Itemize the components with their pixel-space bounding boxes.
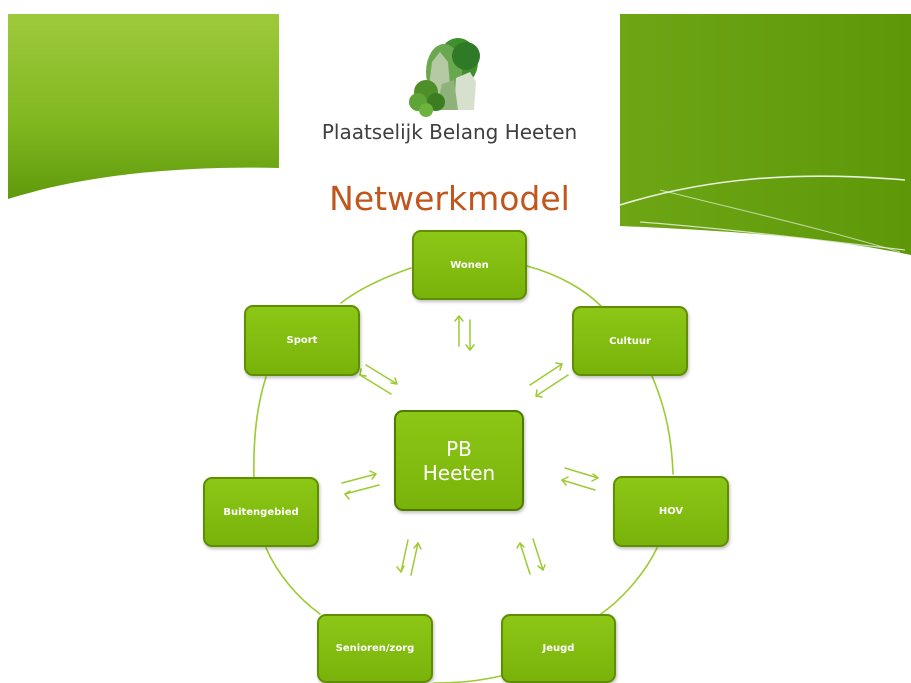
arrow-sport-center	[359, 364, 398, 395]
ring-arc-sport-wonen	[340, 267, 412, 304]
node-jeugd: Jeugd	[501, 614, 616, 683]
ring-arc-hov-jeugd	[597, 547, 658, 617]
center-node-pb-heeten: PB Heeten	[394, 410, 524, 511]
logo-panel: Plaatselijk Belang Heeten Netwerkmodel	[279, 14, 620, 230]
arrow-hov-center	[561, 467, 599, 491]
ring-arc-jeugd-senioren	[433, 674, 506, 683]
ring-arc-cultuur-hov	[650, 373, 674, 475]
ring-arc-wonen-cultuur	[526, 265, 602, 307]
ring-arc-senioren-buitengebied	[265, 547, 321, 615]
arrow-wonen-center	[454, 315, 475, 351]
node-cultuur: Cultuur	[572, 306, 688, 376]
arrow-cultuur-center	[529, 362, 569, 398]
village-tree-logo-icon	[409, 38, 480, 117]
center-node-line1: PB	[446, 436, 472, 461]
node-hov: HOV	[613, 476, 729, 547]
arrow-buitengebied-center	[341, 470, 380, 500]
organization-name: Plaatselijk Belang Heeten	[321, 120, 578, 144]
node-sport: Sport	[244, 305, 360, 376]
ring-arc-buitengebied-sport	[253, 376, 267, 479]
node-buitengebied: Buitengebied	[203, 477, 319, 547]
node-wonen: Wonen	[412, 230, 527, 300]
slide-title: Netwerkmodel	[329, 179, 570, 218]
center-node-line2: Heeten	[422, 460, 496, 485]
node-senioren-zorg: Senioren/zorg	[317, 614, 433, 683]
arrow-jeugd-center	[516, 538, 546, 575]
arrow-senioren-center	[396, 539, 422, 576]
